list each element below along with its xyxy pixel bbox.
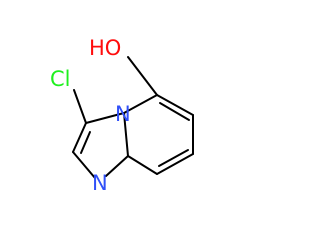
bond-c8-c8a (127, 155, 158, 175)
imidazole-nitrogen-label: N (92, 171, 108, 195)
bond-c3-cl (73, 89, 87, 124)
bond-c2-n1 (72, 151, 96, 179)
bond-c8a-n4 (123, 112, 129, 157)
structure-drawing: HO Cl N N (50, 36, 194, 195)
molecule-diagram: HO Cl N N (50, 36, 194, 195)
bond-c3-c2 (72, 122, 87, 153)
bond-c7-c8-double (158, 149, 189, 167)
hydroxyl-label: HO (89, 36, 121, 60)
bond-c7-c8 (156, 153, 194, 175)
bridgehead-nitrogen-label: N (115, 102, 131, 126)
bond-c5-c6 (156, 94, 194, 116)
chlorine-label: Cl (50, 67, 71, 91)
bond-n1-c8a (105, 155, 129, 177)
bond-c3-c2-double (80, 131, 91, 154)
bond-c5-n4 (123, 94, 158, 114)
bond-n4-c3 (85, 112, 125, 124)
bond-c5-c6-double (159, 102, 190, 121)
bond-c-o (127, 56, 158, 96)
bonds (72, 56, 194, 179)
